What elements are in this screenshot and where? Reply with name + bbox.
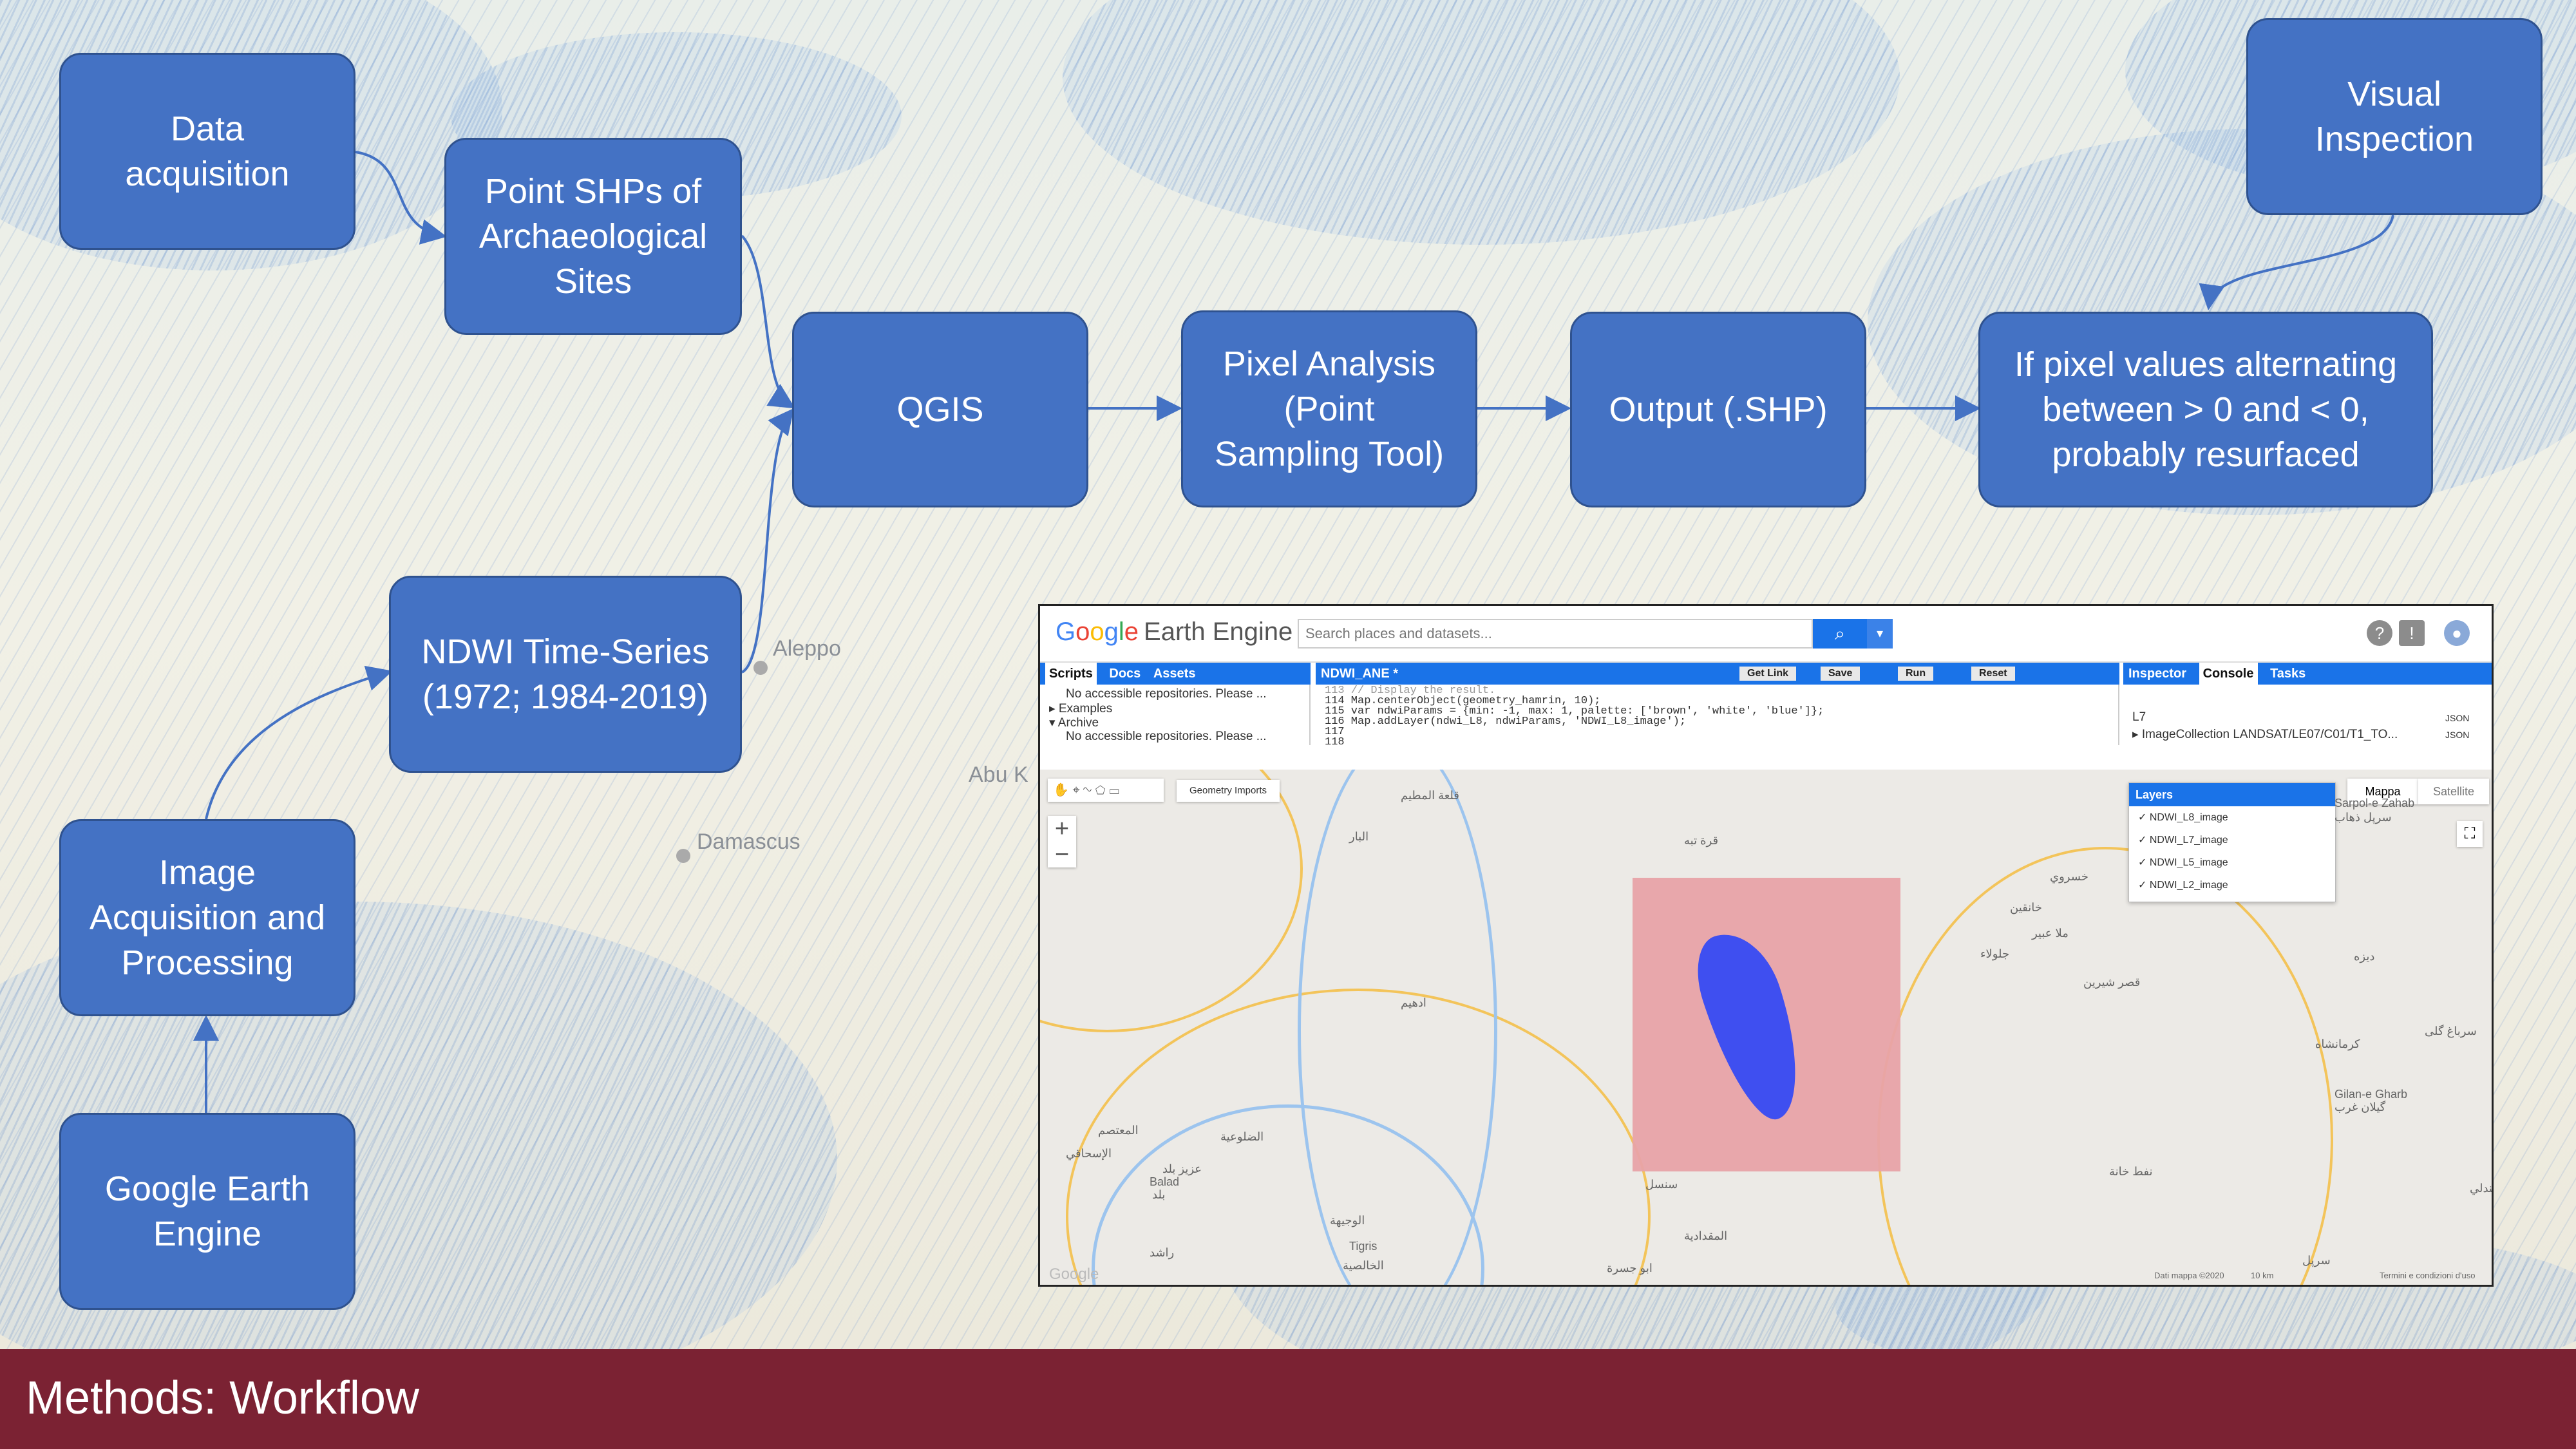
slide-title: Methods: Workflow: [26, 1372, 419, 1424]
map-label-damascus: Damascus: [697, 829, 800, 854]
search-icon[interactable]: ⌕: [1813, 619, 1867, 649]
footer-bar: [0, 1349, 2576, 1449]
zoom-in-button[interactable]: +: [1054, 815, 1070, 842]
tab-assets[interactable]: Assets: [1153, 667, 1196, 681]
drawing-tools[interactable]: ✋ ⌖ ∿ ⬠ ▭: [1048, 779, 1164, 802]
archive-folder[interactable]: ▾ Archive: [1049, 716, 1099, 730]
map-type-satellite[interactable]: Satellite: [2418, 779, 2489, 804]
tab-inspector[interactable]: Inspector: [2128, 667, 2187, 681]
console-pane: L7 ▸ ImageCollection LANDSAT/LE07/C01/T1…: [2123, 685, 2492, 745]
layer-row[interactable]: ✓ NDWI_L2_image: [2138, 880, 2228, 891]
arrow-ndwi-to-qgis: [741, 408, 794, 674]
arrow-visual-to-if: [2199, 214, 2394, 310]
gee-editor-bar: NDWI_ANE * Get Link Save Run Reset: [1316, 663, 2119, 685]
zoom-control: + −: [1048, 816, 1076, 867]
arrow-data-to-shps: [355, 151, 447, 245]
box-pixel-analysis: Pixel Analysis (Point Sampling Tool): [1181, 310, 1477, 507]
layer-row[interactable]: ✓ NDWI_L7_image: [2138, 835, 2228, 846]
scripts-pane: No accessible repositories. Please ... ▸…: [1040, 685, 1311, 745]
gee-map[interactable]: ✋ ⌖ ∿ ⬠ ▭ Geometry Imports + − Layers ✓ …: [1040, 770, 2492, 1285]
code-editor[interactable]: 113 // Display the result. 114 Map.cente…: [1316, 685, 2119, 745]
damascus-dot: [676, 849, 690, 863]
box-if-pixel-values: If pixel values alternating between > 0 …: [1978, 312, 2433, 507]
box-output-shp: Output (.SHP): [1570, 312, 1866, 507]
layers-panel: Layers ✓ NDWI_L8_image ✓ NDWI_L7_image ✓…: [2128, 782, 2336, 902]
aleppo-dot: [753, 661, 768, 675]
layers-title: Layers: [2129, 783, 2335, 806]
map-label-abu-k: Abu K: [969, 762, 1028, 787]
arrow-imgacq-to-ndwi: [205, 665, 393, 820]
map-type-mappa[interactable]: Mappa: [2347, 779, 2418, 804]
gee-search-input[interactable]: Search places and datasets...: [1298, 619, 1813, 649]
box-visual-inspection: Visual Inspection: [2246, 18, 2543, 215]
help-icon[interactable]: ?: [2367, 620, 2392, 646]
box-point-shps: Point SHPs of Archaeological Sites: [444, 138, 742, 335]
flow-arrows: [193, 151, 2394, 1113]
save-button[interactable]: Save: [1821, 667, 1861, 681]
tab-console[interactable]: Console: [2199, 663, 2258, 685]
arrow-shps-to-qgis: [741, 234, 795, 409]
box-data-acquisition: Data acquisition: [59, 53, 355, 250]
box-google-earth-engine: Google Earth Engine: [59, 1113, 355, 1310]
box-image-acquisition: Image Acquisition and Processing: [59, 819, 355, 1016]
get-link-button[interactable]: Get Link: [1739, 667, 1797, 681]
run-button[interactable]: Run: [1898, 667, 1934, 681]
chevron-down-icon[interactable]: ▾: [1867, 619, 1893, 649]
reset-button[interactable]: Reset: [1971, 667, 2015, 681]
gee-right-tabs: Inspector Console Tasks: [2123, 663, 2492, 685]
map-label-aleppo: Aleppo: [773, 636, 841, 661]
feedback-icon[interactable]: !: [2399, 620, 2425, 646]
geometry-imports-button[interactable]: Geometry Imports: [1177, 780, 1280, 802]
examples-folder[interactable]: ▸ Examples: [1049, 702, 1113, 715]
zoom-out-button[interactable]: −: [1054, 841, 1070, 868]
box-qgis: QGIS: [792, 312, 1088, 507]
gee-left-tabs: Scripts Docs Assets: [1040, 663, 1311, 685]
tab-scripts[interactable]: Scripts: [1045, 663, 1097, 685]
tab-tasks[interactable]: Tasks: [2270, 667, 2306, 681]
avatar-icon[interactable]: ●: [2444, 620, 2470, 646]
fullscreen-icon[interactable]: ⛶: [2457, 821, 2483, 847]
layer-row[interactable]: ✓ NDWI_L8_image: [2138, 812, 2228, 823]
script-name: NDWI_ANE *: [1321, 667, 1399, 681]
box-ndwi-time-series: NDWI Time-Series (1972; 1984-2019): [389, 576, 742, 773]
layer-row[interactable]: ✓ NDWI_L5_image: [2138, 857, 2228, 868]
tab-docs[interactable]: Docs: [1109, 667, 1141, 681]
